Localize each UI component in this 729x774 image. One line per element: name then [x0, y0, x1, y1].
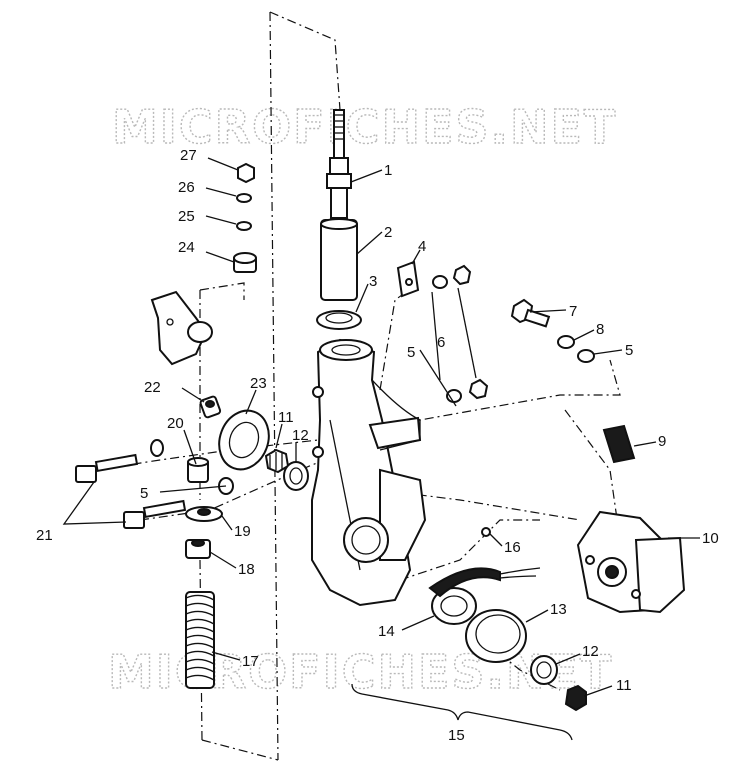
callout-27: 27 [180, 147, 197, 164]
callout-6: 6 [437, 334, 445, 351]
nut-part-6-upper [452, 264, 472, 286]
washer-ring-part-14 [431, 587, 477, 625]
leader-lines [62, 157, 700, 697]
callout-21: 21 [36, 527, 53, 544]
washer-part-5-left [150, 439, 164, 457]
callout-16: 16 [504, 539, 521, 556]
group-bracket-15 [351, 683, 573, 741]
callout-5-upper: 5 [407, 344, 415, 361]
callout-4: 4 [418, 238, 426, 255]
washer-part-5-right [577, 349, 595, 363]
bracket-part-4 [396, 260, 420, 298]
callout-11-upper: 11 [278, 409, 294, 426]
callout-2: 2 [384, 224, 392, 241]
sleeve-part-2 [320, 218, 358, 301]
callout-24: 24 [178, 239, 195, 256]
callout-5-right: 5 [625, 342, 633, 359]
mount-bracket [150, 290, 213, 366]
nut-part-27 [237, 162, 255, 184]
washer-part-26 [236, 193, 252, 203]
lockwasher-part-8 [557, 335, 575, 349]
callout-23: 23 [250, 375, 267, 392]
seal-part-12-lower [530, 655, 558, 685]
callout-20: 20 [167, 415, 184, 432]
callout-14: 14 [378, 623, 395, 640]
seal-part-23 [218, 409, 270, 471]
bolt-part-21-upper [75, 453, 139, 483]
steering-knuckle-housing [311, 338, 427, 607]
nut-part-6-lower [468, 378, 489, 400]
washer-part-5-upper [432, 275, 448, 289]
callout-labels: 1 2 3 4 5 6 7 8 5 9 10 11 12 13 14 15 16… [36, 147, 719, 744]
caliper-part-10 [576, 510, 686, 614]
callout-3: 3 [369, 273, 377, 290]
callout-11-lower: 11 [616, 677, 632, 694]
plate-part-19 [185, 506, 223, 522]
callout-26: 26 [178, 179, 195, 196]
callout-1: 1 [384, 162, 392, 179]
bolt-part-21-lower [123, 499, 187, 529]
callout-12-upper: 12 [292, 427, 309, 444]
brake-pad-part-9 [602, 424, 636, 464]
spring-part-17 [185, 591, 215, 689]
shaft-part-1 [326, 109, 352, 219]
callout-19: 19 [234, 523, 251, 540]
seal-part-12-upper [283, 461, 309, 491]
callout-18: 18 [238, 561, 255, 578]
nut-part-11-lower [564, 684, 587, 712]
callout-15: 15 [448, 727, 465, 744]
callout-22: 22 [144, 379, 161, 396]
nut-part-20 [187, 457, 209, 483]
callout-7: 7 [569, 303, 577, 320]
callout-13: 13 [550, 601, 567, 618]
callout-25: 25 [178, 208, 195, 225]
callout-5-left: 5 [140, 485, 148, 502]
watermark-top: MICROFICHES.NET [112, 100, 617, 154]
washer-part-25 [236, 221, 252, 231]
callout-8: 8 [596, 321, 604, 338]
bearing-race-part-13 [465, 609, 527, 663]
callout-10: 10 [702, 530, 719, 547]
callout-9: 9 [658, 433, 666, 450]
callout-12-lower: 12 [582, 643, 599, 660]
bushing-part-24 [233, 252, 257, 273]
bolt-part-7 [510, 298, 551, 328]
seal-ring-part-3 [316, 310, 362, 330]
spacer-part-18 [185, 539, 211, 559]
callout-17: 17 [242, 653, 259, 670]
pin-part-22 [199, 395, 222, 419]
sensor-part-16 [428, 527, 541, 598]
